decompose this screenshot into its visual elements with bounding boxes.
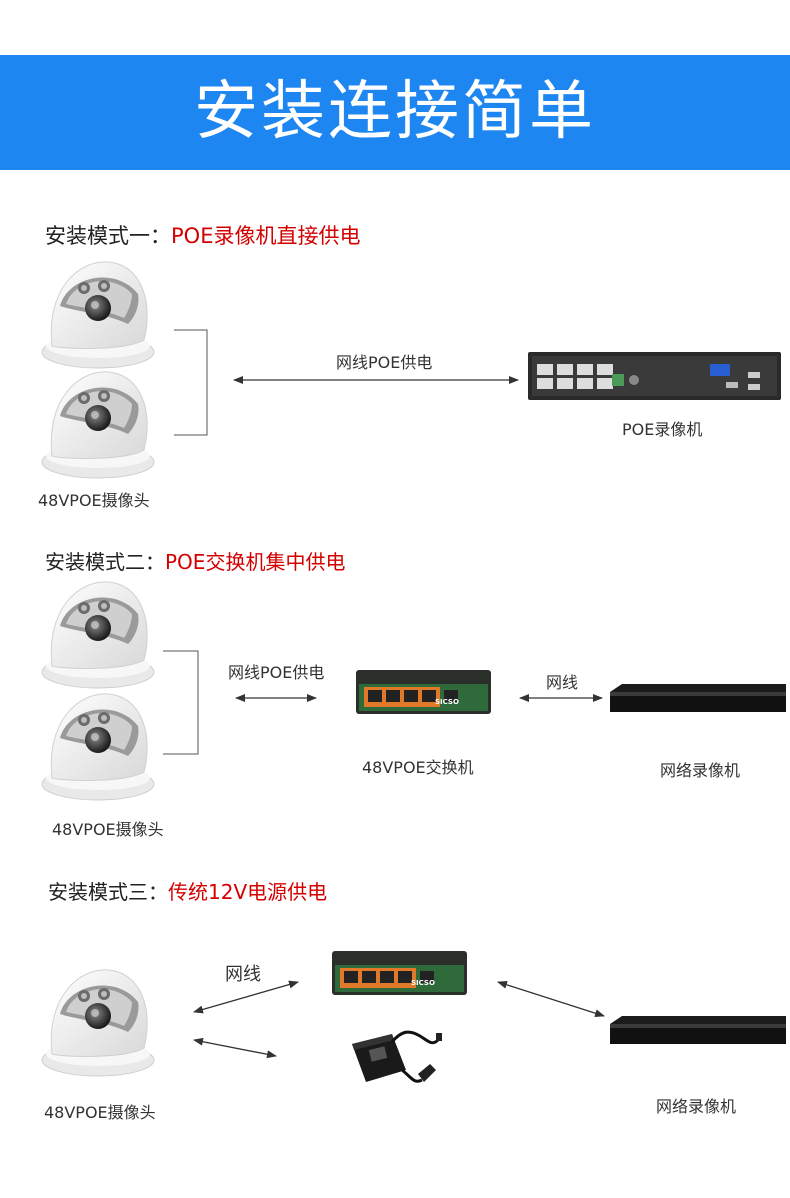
bracket-line bbox=[174, 329, 208, 436]
nvr-icon bbox=[610, 684, 786, 712]
mode1-title: 安装模式一：POE录像机直接供电 bbox=[45, 220, 360, 250]
poe-switch-icon bbox=[356, 670, 491, 714]
cable-label: 网线POE供电 bbox=[228, 663, 325, 682]
connection-arrow bbox=[193, 980, 299, 1014]
net-label: 网线 bbox=[225, 964, 261, 985]
nvr-label: POE录像机 bbox=[622, 420, 703, 439]
camera-icon bbox=[41, 693, 155, 801]
switch-brand: SICSO bbox=[435, 698, 459, 706]
mode3-highlight: 传统12V电源供电 bbox=[168, 880, 328, 904]
mode2-title: 安装模式二：POE交换机集中供电 bbox=[45, 546, 345, 575]
camera-icon bbox=[41, 261, 155, 369]
connection-arrow bbox=[497, 980, 605, 1018]
cable-label: 网线POE供电 bbox=[336, 353, 433, 372]
mode1-prefix: 安装模式一： bbox=[45, 224, 171, 248]
nvr-label: 网络录像机 bbox=[660, 761, 741, 780]
header-banner: 安装连接简单 bbox=[0, 55, 790, 170]
bracket-line bbox=[163, 650, 199, 755]
mode2-highlight: POE交换机集中供电 bbox=[165, 550, 346, 574]
camera-icon bbox=[41, 969, 155, 1077]
mode3-prefix: 安装模式三： bbox=[48, 880, 168, 904]
mode3-title: 安装模式三：传统12V电源供电 bbox=[48, 876, 327, 905]
poe-switch-icon bbox=[332, 951, 467, 995]
nvr-icon bbox=[528, 352, 781, 400]
switch-brand: SICSO bbox=[411, 979, 435, 987]
camera-label: 48VPOE摄像头 bbox=[44, 1103, 156, 1122]
camera-label: 48VPOE摄像头 bbox=[52, 820, 164, 839]
connection-arrow bbox=[193, 1037, 277, 1059]
camera-icon bbox=[41, 371, 155, 479]
mode2-prefix: 安装模式二： bbox=[45, 550, 165, 574]
banner-title: 安装连接简单 bbox=[194, 75, 596, 149]
nvr-icon bbox=[610, 1016, 786, 1044]
power-adapter-icon bbox=[352, 1030, 442, 1083]
mode1-highlight: POE录像机直接供电 bbox=[171, 224, 361, 248]
switch-label: 48VPOE交换机 bbox=[362, 758, 474, 777]
camera-icon bbox=[41, 581, 155, 689]
net-label: 网线 bbox=[546, 673, 579, 692]
nvr-label: 网络录像机 bbox=[656, 1097, 737, 1116]
camera-label: 48VPOE摄像头 bbox=[38, 491, 150, 510]
